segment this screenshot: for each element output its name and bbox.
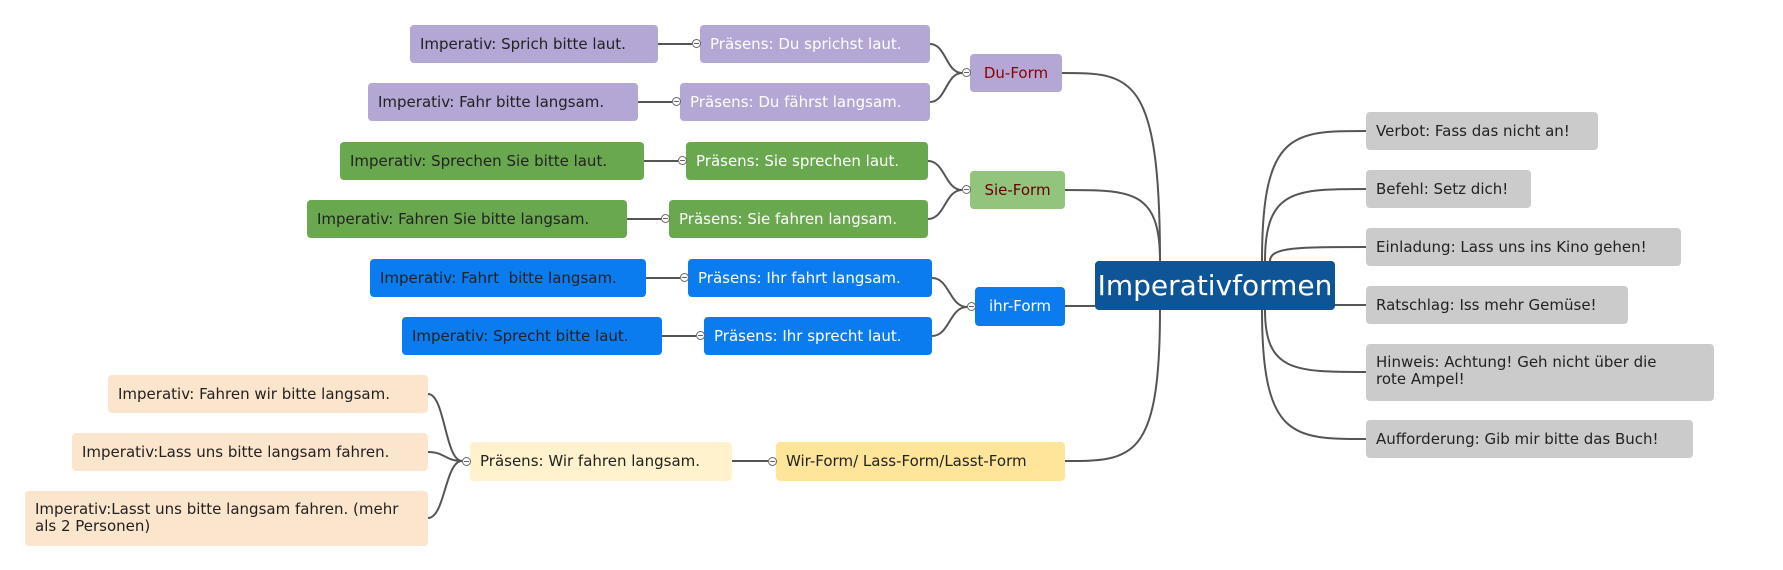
imperativ-node[interactable]: Imperativ: Fahrt bitte langsam. — [370, 259, 646, 297]
imperativ-node[interactable]: Imperativ: Sprechen Sie bitte laut. — [340, 142, 644, 180]
imperativ-node[interactable]: Imperativ: Fahr bitte langsam. — [368, 83, 638, 121]
right-leaf-hinweis[interactable]: Hinweis: Achtung! Geh nicht über die rot… — [1366, 344, 1714, 401]
imperativ-node[interactable]: Imperativ:Lass uns bitte langsam fahren. — [72, 433, 428, 471]
connector-line — [931, 277, 968, 308]
branch-sie-form[interactable]: Sie-Form — [970, 171, 1065, 209]
collapse-toggle-icon[interactable] — [768, 457, 777, 466]
collapse-toggle-icon[interactable] — [962, 68, 971, 77]
praesens-node[interactable]: Präsens: Sie fahren langsam. — [669, 200, 928, 238]
connector-root-wir — [1064, 309, 1161, 462]
collapse-toggle-icon[interactable] — [692, 39, 701, 48]
root-node[interactable]: Imperativformen — [1095, 261, 1335, 310]
branch-wir-form[interactable]: Wir-Form/ Lass-Form/Lasst-Form — [776, 442, 1065, 481]
connector-line — [931, 306, 968, 337]
connector-root-du — [1061, 72, 1161, 262]
collapse-toggle-icon[interactable] — [661, 214, 670, 223]
praesens-node[interactable]: Präsens: Ihr fahrt langsam. — [688, 259, 932, 297]
connector-root-right — [1261, 130, 1367, 262]
connector-root-right — [1261, 309, 1367, 440]
imperativ-node[interactable]: Imperativ:Lasst uns bitte langsam fahren… — [25, 491, 428, 546]
connector-line — [927, 160, 963, 191]
right-leaf-verbot[interactable]: Verbot: Fass das nicht an! — [1366, 112, 1598, 150]
connector-line — [427, 393, 463, 462]
connector-line — [929, 72, 963, 103]
collapse-toggle-icon[interactable] — [680, 273, 689, 282]
connector-line — [927, 189, 963, 220]
collapse-toggle-icon[interactable] — [967, 302, 976, 311]
collapse-toggle-icon[interactable] — [678, 156, 687, 165]
praesens-node[interactable]: Präsens: Wir fahren langsam. — [470, 442, 732, 481]
collapse-toggle-icon[interactable] — [696, 331, 705, 340]
right-leaf-ratschlag[interactable]: Ratschlag: Iss mehr Gemüse! — [1366, 286, 1628, 324]
praesens-node[interactable]: Präsens: Du sprichst laut. — [700, 25, 930, 63]
right-leaf-aufforderung[interactable]: Aufforderung: Gib mir bitte das Buch! — [1366, 420, 1693, 458]
branch-du-form[interactable]: Du-Form — [970, 54, 1062, 92]
connector-line — [427, 460, 463, 519]
right-leaf-einladung[interactable]: Einladung: Lass uns ins Kino gehen! — [1366, 228, 1681, 266]
branch-ihr-form[interactable]: ihr-Form — [975, 287, 1065, 326]
connector-root-sie — [1064, 189, 1161, 262]
collapse-toggle-icon[interactable] — [462, 457, 471, 466]
imperativ-node[interactable]: Imperativ: Sprich bitte laut. — [410, 25, 658, 63]
praesens-node[interactable]: Präsens: Ihr sprecht laut. — [704, 317, 932, 355]
praesens-node[interactable]: Präsens: Sie sprechen laut. — [686, 142, 928, 180]
collapse-toggle-icon[interactable] — [672, 97, 681, 106]
imperativ-node[interactable]: Imperativ: Fahren Sie bitte langsam. — [307, 200, 627, 238]
connector-root-right — [1264, 309, 1367, 373]
collapse-toggle-icon[interactable] — [962, 185, 971, 194]
right-leaf-befehl[interactable]: Befehl: Setz dich! — [1366, 170, 1531, 208]
connector-line — [929, 43, 963, 74]
connector-root-right — [1269, 246, 1367, 262]
imperativ-node[interactable]: Imperativ: Fahren wir bitte langsam. — [108, 375, 428, 413]
connector-root-right — [1264, 188, 1367, 262]
imperativ-node[interactable]: Imperativ: Sprecht bitte laut. — [402, 317, 662, 355]
praesens-node[interactable]: Präsens: Du fährst langsam. — [680, 83, 930, 121]
connector-line — [427, 451, 463, 462]
